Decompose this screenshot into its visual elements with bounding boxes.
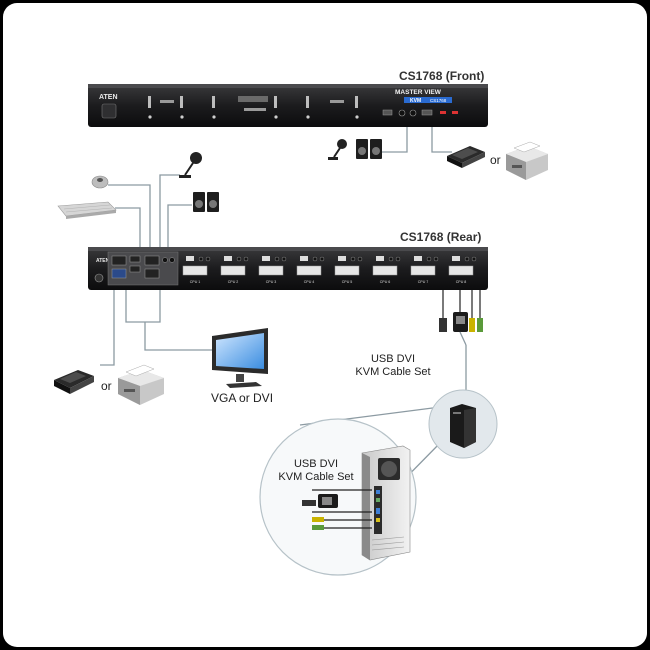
- rear-cpu-port-8: CPU 8: [448, 256, 477, 284]
- kvm-front-panel: ATEN MASTER VIEW KVM CS1768: [88, 84, 488, 127]
- inset-computer-detail: [259, 418, 417, 576]
- rear-cpu-port-1: CPU 1: [182, 256, 211, 284]
- rear-cpu-port-6: CPU 6: [372, 256, 401, 284]
- rear-cpu-port-3: CPU 3: [258, 256, 287, 284]
- rear-cpu-port-label: CPU 8: [456, 280, 467, 284]
- front-or-label: or: [490, 153, 501, 167]
- rear-cpu-port-label: CPU 7: [418, 280, 429, 284]
- rear-cpu-port-label: CPU 6: [380, 280, 391, 284]
- cable-set-label: USB DVI KVM Cable Set: [343, 353, 443, 379]
- cable-set-label-line1: USB DVI: [370, 353, 415, 365]
- monitor-icon: [212, 328, 268, 388]
- console-speakers-icon: [193, 192, 219, 212]
- rear-cpu-ports: CPU 1 CPU 2 CPU 3 CPU 4 CPU 5 CPU 6 CPU 7 CPU 8: [182, 256, 477, 284]
- rear-cpu-port-label: CPU 5: [342, 280, 353, 284]
- front-product-line: MASTER VIEW: [395, 89, 442, 96]
- front-printer-icon: [506, 141, 548, 180]
- cable-set-label-line2: KVM Cable Set: [355, 366, 431, 378]
- rear-cpu-port-7: CPU 7: [410, 256, 439, 284]
- rear-printer-icon: [118, 364, 164, 405]
- rear-cpu-port-5: CPU 5: [334, 256, 363, 284]
- rear-cpu-port-label: CPU 1: [190, 280, 201, 284]
- rear-usb-drive-icon: [54, 370, 94, 394]
- rear-cpu-port-label: CPU 4: [304, 280, 315, 284]
- front-microphone-icon: [328, 139, 347, 160]
- console-mouse-icon: [91, 175, 109, 189]
- rear-cpu-port-4: CPU 4: [296, 256, 325, 284]
- front-panel-title: CS1768 (Front): [399, 69, 485, 83]
- console-keyboard-icon: [57, 201, 117, 219]
- front-kvm-tag: KVM: [410, 98, 421, 104]
- inset-cable-set-label-line1: USB DVI: [293, 458, 338, 470]
- diagram-panel: ATEN MASTER VIEW KVM CS1768: [3, 3, 647, 647]
- front-usb-drive-icon: [447, 146, 485, 168]
- connection-diagram: ATEN MASTER VIEW KVM CS1768: [54, 84, 548, 576]
- rear-brand: ATEN: [96, 258, 110, 264]
- rear-panel-title: CS1768 (Rear): [400, 230, 482, 244]
- front-model-tag: CS1768: [430, 98, 447, 103]
- console-microphone-icon: [179, 152, 202, 178]
- rear-cpu-port-label: CPU 3: [266, 280, 277, 284]
- monitor-label: VGA or DVI: [211, 391, 274, 405]
- rear-cpu-port-label: CPU 2: [228, 280, 239, 284]
- inset-cable-set-label: USB DVI KVM Cable Set: [266, 458, 366, 484]
- rear-cpu-port-2: CPU 2: [220, 256, 249, 284]
- front-brand: ATEN: [99, 94, 118, 101]
- rear-or-label: or: [101, 379, 112, 393]
- kvm-rear-panel: ATEN CPU 1 CPU 2 CPU 3 CPU 4 CPU 5 CPU 6 CPU 7…: [88, 247, 488, 290]
- front-speakers-icon: [356, 139, 382, 159]
- computer-tower-small-icon: [428, 389, 498, 459]
- inset-cable-set-label-line2: KVM Cable Set: [278, 471, 354, 483]
- cables-front: [377, 127, 452, 153]
- kvm-cable-set-icon: [439, 290, 483, 346]
